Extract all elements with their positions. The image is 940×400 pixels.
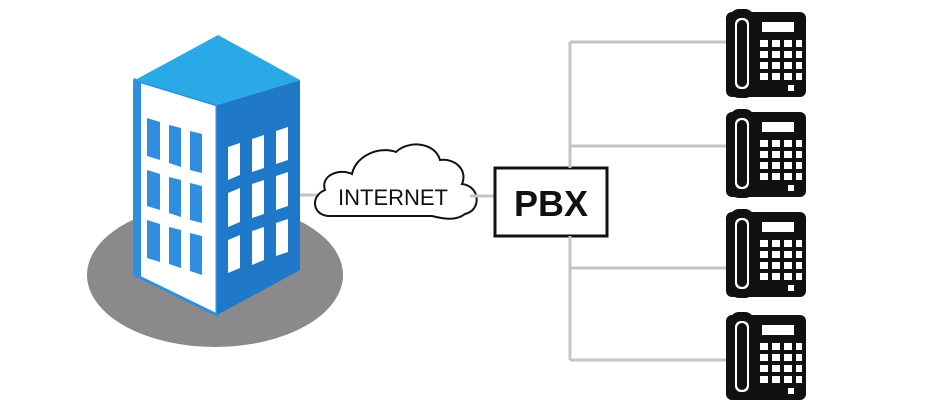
cloud-icon: INTERNET xyxy=(315,144,477,218)
cloud-label: INTERNET xyxy=(338,185,448,210)
desk-phone-icon xyxy=(726,9,806,98)
desk-phone-icon xyxy=(726,312,806,400)
pbx-box: PBX xyxy=(495,168,607,236)
desk-phone-icon xyxy=(726,209,806,298)
desk-phone-icon xyxy=(726,109,806,198)
building-icon xyxy=(133,35,300,315)
pbx-label: PBX xyxy=(514,183,588,224)
